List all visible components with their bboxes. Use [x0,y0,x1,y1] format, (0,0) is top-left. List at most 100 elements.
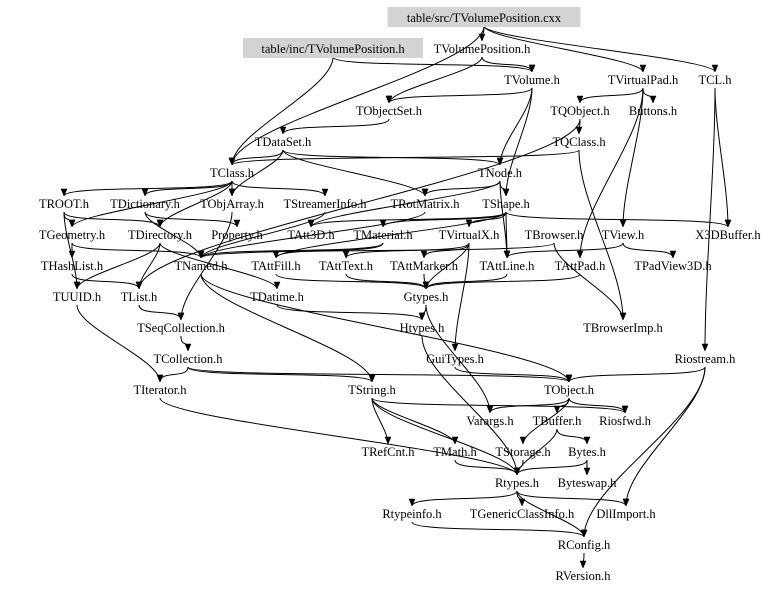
graph-node[interactable]: Rtypeinfo.h [382,507,442,521]
graph-node[interactable]: TRotMatrix.h [390,197,460,211]
graph-node[interactable]: TObjArray.h [200,197,265,211]
graph-node[interactable]: TNode.h [478,166,523,180]
graph-node[interactable]: TShape.h [482,197,530,211]
graph-node[interactable]: TList.h [121,290,158,304]
graph-node[interactable]: TAttText.h [319,259,374,273]
graph-node[interactable]: TDataSet.h [255,135,312,149]
dependency-edge [642,87,654,104]
graph-node[interactable]: TAttPad.h [555,259,606,273]
dependency-edge [71,273,140,290]
arrowhead-icon [420,250,428,259]
graph-node[interactable]: TQClass.h [552,135,606,149]
graph-node[interactable]: table/src/TVolumePosition.cxx [387,7,581,27]
arrowhead-icon [518,498,526,507]
graph-node[interactable]: Rtypes.h [495,476,540,490]
dependency-edge [200,273,570,383]
node-label: TMaterial.h [353,228,413,242]
graph-node[interactable]: TGeometry.h [39,228,106,242]
node-label: RConfig.h [558,538,611,552]
graph-node[interactable]: TMaterial.h [353,228,413,242]
dependency-edge [200,211,326,259]
node-label: TDataSet.h [255,135,312,149]
graph-node[interactable]: TDictionary.h [110,197,180,211]
graph-node[interactable]: TCollection.h [153,352,223,366]
graph-node[interactable]: TView.h [602,228,645,242]
arrowhead-icon [580,529,588,538]
dependency-edge [231,25,485,166]
graph-node[interactable]: RConfig.h [558,538,611,552]
graph-node[interactable]: RVersion.h [556,569,612,583]
arrowhead-icon [177,312,185,321]
graph-node[interactable]: Byteswap.h [558,476,617,490]
graph-node[interactable]: Varargs.h [466,414,514,428]
dependency-edge [63,180,233,197]
graph-node[interactable]: Bytes.h [568,445,607,459]
node-label: TSeqCollection.h [137,321,226,335]
graph-node[interactable]: TClass.h [210,166,255,180]
dependency-edge [231,149,284,166]
graph-node[interactable]: Riostream.h [675,352,737,366]
dependency-edge [454,366,570,383]
graph-node[interactable]: TQObject.h [550,104,610,118]
graph-node[interactable]: THashList.h [41,259,104,273]
node-label: Varargs.h [466,414,514,428]
graph-node[interactable]: table/inc/TVolumePosition.h [242,38,424,58]
dependency-edge [505,87,533,197]
dependency-edge [388,87,533,104]
dependency-edge [282,118,390,135]
graph-node[interactable]: TVirtualPad.h [608,73,679,87]
graph-node[interactable]: TDatime.h [250,290,305,304]
graph-node[interactable]: TDirectory.h [128,228,193,242]
graph-node[interactable]: Htypes.h [400,321,446,335]
arrowhead-icon [135,281,143,290]
graph-node[interactable]: Property.h [211,228,263,242]
graph-node[interactable]: TGenericClassInfo.h [470,507,575,521]
graph-node[interactable]: TStreamerInfo.h [284,197,368,211]
graph-node[interactable]: TObjectSet.h [356,104,423,118]
graph-node[interactable]: DllImport.h [596,507,656,521]
dependency-edge [411,490,518,507]
graph-node[interactable]: Buttons.h [629,104,678,118]
graph-node[interactable]: Riosfwd.h [599,414,651,428]
graph-node[interactable]: TString.h [348,383,396,397]
graph-node[interactable]: TROOT.h [39,197,90,211]
graph-node[interactable]: TAttMarker.h [390,259,459,273]
graph-node[interactable]: TAtt3D.h [287,228,335,242]
graph-node[interactable]: TNamed.h [174,259,228,273]
graph-node[interactable]: TCL.h [699,73,733,87]
graph-node[interactable]: TBuffer.h [533,414,582,428]
dependency-edge [276,304,423,321]
graph-node[interactable]: Gtypes.h [404,290,450,304]
graph-node[interactable]: TVolume.h [504,73,560,87]
node-label: TGenericClassInfo.h [470,507,575,521]
arrowhead-icon [619,312,627,321]
arrowhead-icon [669,250,677,259]
graph-node[interactable]: TVolumePosition.h [434,42,531,56]
arrowhead-icon [408,498,416,507]
dependency-edge [489,397,570,414]
graph-node[interactable]: TIterator.h [133,383,187,397]
graph-node[interactable]: TMath.h [433,445,477,459]
graph-node[interactable]: TAttFill.h [251,259,301,273]
graph-node[interactable]: TVirtualX.h [439,228,500,242]
graph-node[interactable]: X3DBuffer.h [695,228,761,242]
node-label: TAttLine.h [480,259,536,273]
graph-node[interactable]: TUUID.h [53,290,102,304]
graph-node[interactable]: TAttLine.h [480,259,536,273]
arrowhead-icon [307,219,315,228]
dependency-edge [159,397,518,476]
dependency-edge [200,211,426,259]
arrowhead-icon [579,560,587,569]
graph-node[interactable]: TPadView3D.h [634,259,712,273]
graph-node[interactable]: GuiTypes.h [426,352,485,366]
arrowhead-icon [619,219,627,228]
graph-node[interactable]: TRefCnt.h [361,445,415,459]
graph-node[interactable]: TStorage.h [495,445,551,459]
graph-node[interactable]: TBrowserImp.h [583,321,663,335]
graph-node[interactable]: TObject.h [544,383,595,397]
node-label: TVirtualX.h [439,228,500,242]
dependency-edge [516,490,627,507]
graph-node[interactable]: TBrowser.h [525,228,584,242]
node-label: TDictionary.h [110,197,180,211]
graph-node[interactable]: TSeqCollection.h [137,321,226,335]
